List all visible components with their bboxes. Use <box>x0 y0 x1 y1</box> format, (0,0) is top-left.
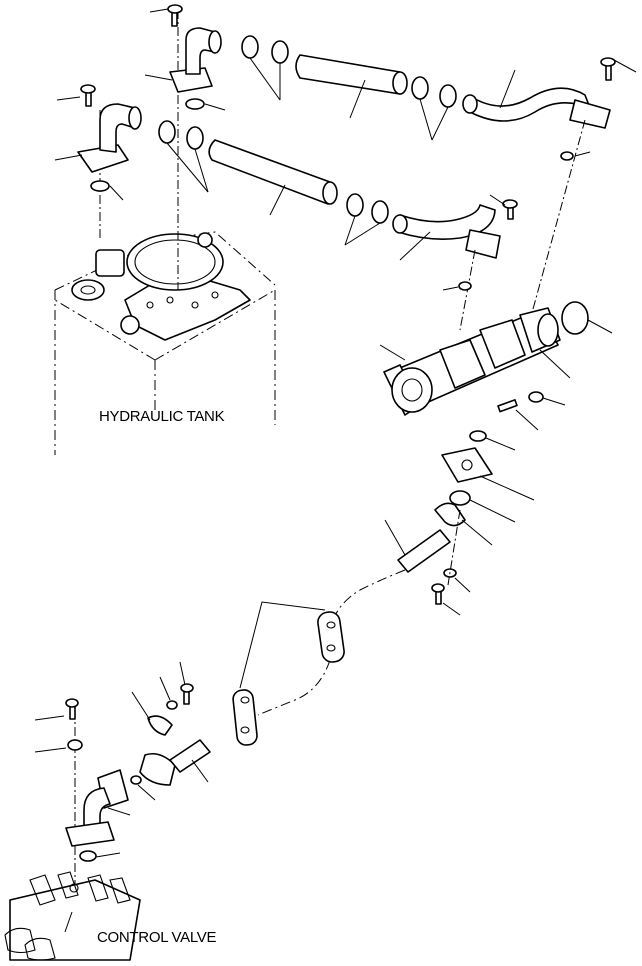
hose-clamps-upper <box>158 35 457 246</box>
hydraulic-tank-label: HYDRAULIC TANK <box>99 408 225 425</box>
hydraulic-tank <box>54 231 276 455</box>
upper-suction-elbow <box>144 4 226 290</box>
suction-hoses <box>208 54 408 216</box>
pump-inlet-pipes <box>392 57 637 331</box>
pump-outlet-flange <box>384 430 535 616</box>
hydraulic-pump <box>379 301 613 431</box>
left-suction-elbow <box>54 84 142 240</box>
pressure-hose-routing <box>232 569 406 746</box>
control-valve-inlet <box>4 661 211 961</box>
control-valve-label: CONTROL VALVE <box>97 929 217 946</box>
